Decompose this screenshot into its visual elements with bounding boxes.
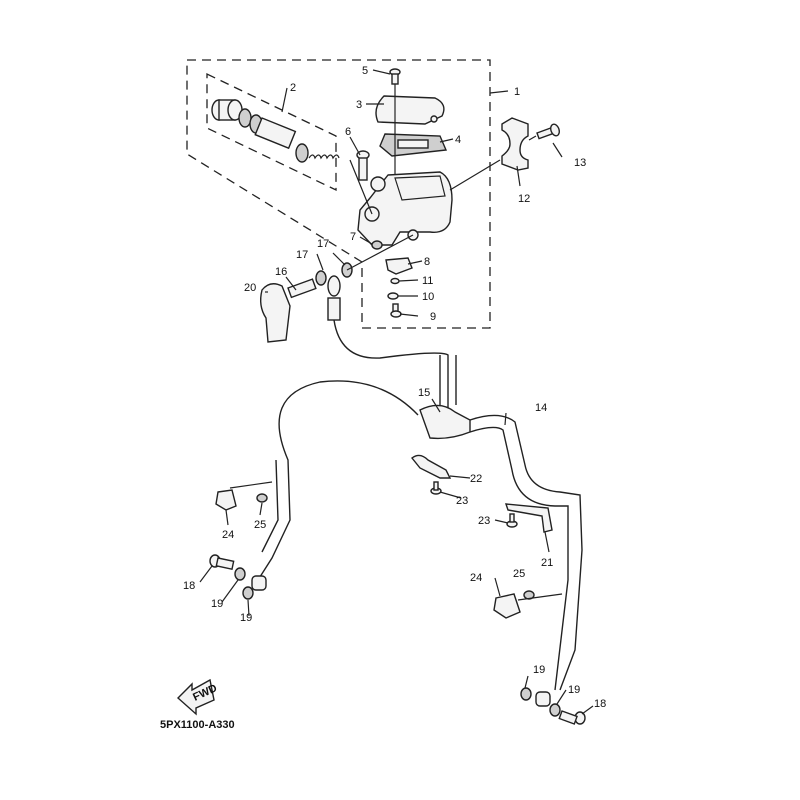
fwd-arrow-icon: FWD [176, 678, 219, 716]
hose-bracket-21 [504, 503, 553, 533]
screw-9 [390, 303, 402, 318]
callout-8: 8 [424, 256, 430, 268]
callout-3: 3 [356, 99, 362, 111]
hose-bracket-22 [411, 454, 452, 479]
callout-12: 12 [518, 193, 530, 205]
washer-19-c [520, 687, 532, 701]
brake-hose-right [469, 414, 583, 691]
union-bolt-18-b [558, 710, 586, 725]
callout-18-b: 18 [594, 698, 606, 710]
callout-4: 4 [455, 134, 461, 146]
callout-22: 22 [470, 473, 482, 485]
brake-switch [385, 257, 413, 275]
clamp-24-b [493, 593, 521, 619]
callout-10: 10 [422, 291, 434, 303]
callout-25-b: 25 [513, 568, 525, 580]
callout-2: 2 [290, 82, 296, 94]
callout-19-a: 19 [211, 598, 223, 610]
master-cylinder-body [357, 171, 453, 246]
washer-19-d [549, 703, 561, 717]
bolt-23-b [506, 513, 518, 528]
callout-11: 11 [422, 275, 433, 287]
callout-20: 20 [244, 282, 256, 294]
piston-kit [211, 99, 340, 163]
callout-18-a: 18 [183, 580, 195, 592]
nut-25-a [256, 493, 268, 503]
callout-15: 15 [418, 387, 430, 399]
cap-screw [389, 68, 401, 85]
hose-joint [419, 404, 471, 440]
washer-11 [390, 277, 400, 285]
callout-13: 13 [574, 157, 586, 169]
callout-19-b: 19 [240, 612, 252, 624]
callout-24-a: 24 [222, 529, 234, 541]
callout-14: 14 [535, 402, 547, 414]
washer-19-a [234, 567, 246, 581]
clamp-24-a [215, 489, 237, 511]
callout-19-d: 19 [568, 684, 580, 696]
holder-bolt [536, 123, 560, 140]
nut [371, 240, 383, 250]
callout-21: 21 [541, 557, 553, 569]
banjo-assembly [259, 262, 353, 343]
callout-16: 16 [275, 266, 287, 278]
bolt-23-a [430, 481, 442, 495]
lever-bolt [356, 150, 370, 181]
callout-5: 5 [362, 65, 368, 77]
brake-hose-upper [333, 319, 449, 410]
callout-6: 6 [345, 126, 351, 138]
kit-2-boundary [206, 72, 337, 192]
callout-7: 7 [350, 231, 356, 243]
callout-1: 1 [514, 86, 520, 98]
callout-23-b: 23 [478, 515, 490, 527]
callout-17-b: 17 [317, 238, 329, 250]
union-bolt-18-a [209, 554, 235, 570]
assembly-1-boundary [186, 59, 491, 329]
washer-19-b [242, 586, 254, 600]
callout-19-c: 19 [533, 664, 545, 676]
washer-10 [387, 292, 399, 300]
brake-hose-left [257, 380, 419, 581]
callout-24-b: 24 [470, 572, 482, 584]
callout-25-a: 25 [254, 519, 266, 531]
leader-lines [199, 69, 594, 715]
handlebar-holder [501, 117, 529, 171]
callout-23-a: 23 [456, 495, 468, 507]
diagram-code: 5PX1100-A330 [160, 719, 235, 731]
callout-17-a: 17 [296, 249, 308, 261]
callout-9: 9 [430, 311, 436, 323]
